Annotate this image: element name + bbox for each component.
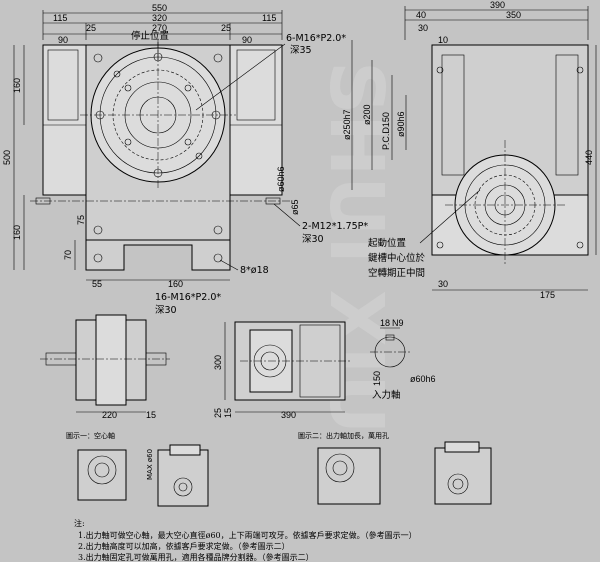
- dim-90-left: 90: [58, 35, 68, 45]
- dim-55: 55: [92, 279, 102, 289]
- notes: 注: 1.出力軸可做空心軸，最大空心直徑ø60，上下兩端可攻牙。依據客戶要求定做…: [74, 518, 417, 562]
- keyway-note-1: 鍵槽中心位於: [368, 252, 426, 264]
- key-n9: N9: [392, 318, 404, 328]
- dim-200: ø200: [362, 104, 372, 125]
- dim-500: 500: [2, 150, 12, 165]
- figure-2: 圖示二：出力軸加長，萬用孔: [298, 431, 492, 505]
- key-width: 18: [380, 318, 390, 328]
- bottom-mid-view: 300 25 15 390: [213, 321, 350, 420]
- dim-30-top: 30: [418, 23, 428, 33]
- fig2-title: 圖示二：出力軸加長，萬用孔: [298, 431, 389, 440]
- dim-160-base: 160: [168, 279, 183, 289]
- key-detail: 18 N9 150 ø60h6 入力軸: [370, 318, 436, 401]
- dim-115-right: 115: [262, 13, 276, 23]
- front-view: 550 115 320 115 25 270 25 90 90 500 160 …: [2, 3, 368, 316]
- fig1-max: MAX ø60: [146, 449, 154, 480]
- dim-pcd: P.C.D150: [381, 112, 391, 150]
- keyway-note-2: 空轉期正中間: [368, 267, 425, 279]
- dim-40: 40: [416, 10, 426, 20]
- top-view-dial: [95, 314, 127, 406]
- side-view: 390 40 350 30 10 ø250h7 ø200 P.C.D150 ø9…: [342, 0, 597, 300]
- stop-position-label: 停止位置: [131, 30, 169, 42]
- dim-250: ø250h7: [342, 109, 352, 140]
- dim-25-right: 25: [221, 23, 231, 33]
- dim-390-bottom: 390: [281, 410, 296, 420]
- dim-320: 320: [152, 13, 167, 23]
- key-shaft-dia: ø60h6: [410, 374, 436, 384]
- bottom-left-view: 220 15: [40, 314, 170, 420]
- dim-550: 550: [152, 3, 167, 13]
- input-shaft-label: 入力軸: [372, 389, 401, 401]
- notes-heading: 注:: [74, 518, 85, 528]
- dim-90-right: 90: [242, 35, 252, 45]
- shaft-dia-label: ø60h6: [276, 166, 286, 192]
- dim-270: 270: [152, 23, 167, 33]
- dim-160-bottom: 160: [12, 225, 22, 240]
- dim-15-left: 15: [146, 410, 156, 420]
- fig2-left-body: [317, 447, 381, 505]
- dim-90: ø90h6: [396, 111, 406, 137]
- dim-25-mid: 25: [213, 408, 223, 418]
- bolt-bottom-depth: 深30: [155, 305, 177, 316]
- bolt-bottom-label: 16-M16*P2.0*: [155, 292, 221, 303]
- dim-30-bottom: 30: [438, 279, 448, 289]
- note-line-2: 2.出力軸高度可以加高，依據客戶要求定做。（參考圖示二）: [78, 541, 290, 551]
- fig1-title: 圖示一：空心軸: [66, 431, 115, 440]
- dim-25-left: 25: [86, 23, 96, 33]
- key-150: 150: [372, 371, 382, 386]
- shaft-65-label: ø65: [290, 199, 300, 215]
- dim-350: 350: [506, 10, 521, 20]
- bolt-top-label: 6-M16*P2.0*: [286, 33, 346, 44]
- dim-390-top: 390: [490, 0, 505, 10]
- dim-115-left: 115: [53, 13, 67, 23]
- bolt-side-depth: 深30: [302, 234, 324, 245]
- holes-label: 8*ø18: [240, 265, 269, 276]
- bolt-top-depth: 深35: [290, 45, 312, 56]
- note-line-1: 1.出力軸可做空心軸，最大空心直徑ø60，上下兩端可攻牙。依據客戶要求定做。（參…: [78, 530, 417, 540]
- figure-1: 圖示一：空心軸 MAX ø60: [66, 431, 209, 507]
- dim-220: 220: [102, 410, 117, 420]
- dim-440: 440: [584, 150, 594, 165]
- bolt-side-label: 2-M12*1.75P*: [302, 221, 368, 232]
- housing-base: [85, 239, 231, 271]
- dim-160-top: 160: [12, 78, 22, 93]
- note-line-3: 3.出力軸固定孔可做萬用孔，適用各種品牌分割器。（參考圖示二）: [78, 552, 314, 562]
- fig2-right-body: [434, 447, 492, 505]
- start-position-label: 起動位置: [368, 237, 406, 249]
- dim-75: 75: [76, 215, 86, 225]
- dim-300: 300: [213, 355, 223, 370]
- dim-10: 10: [438, 35, 448, 45]
- dim-70: 70: [63, 250, 73, 260]
- dim-15-mid: 15: [223, 408, 233, 418]
- fig1-left-body: [77, 449, 127, 501]
- dim-175: 175: [540, 290, 555, 300]
